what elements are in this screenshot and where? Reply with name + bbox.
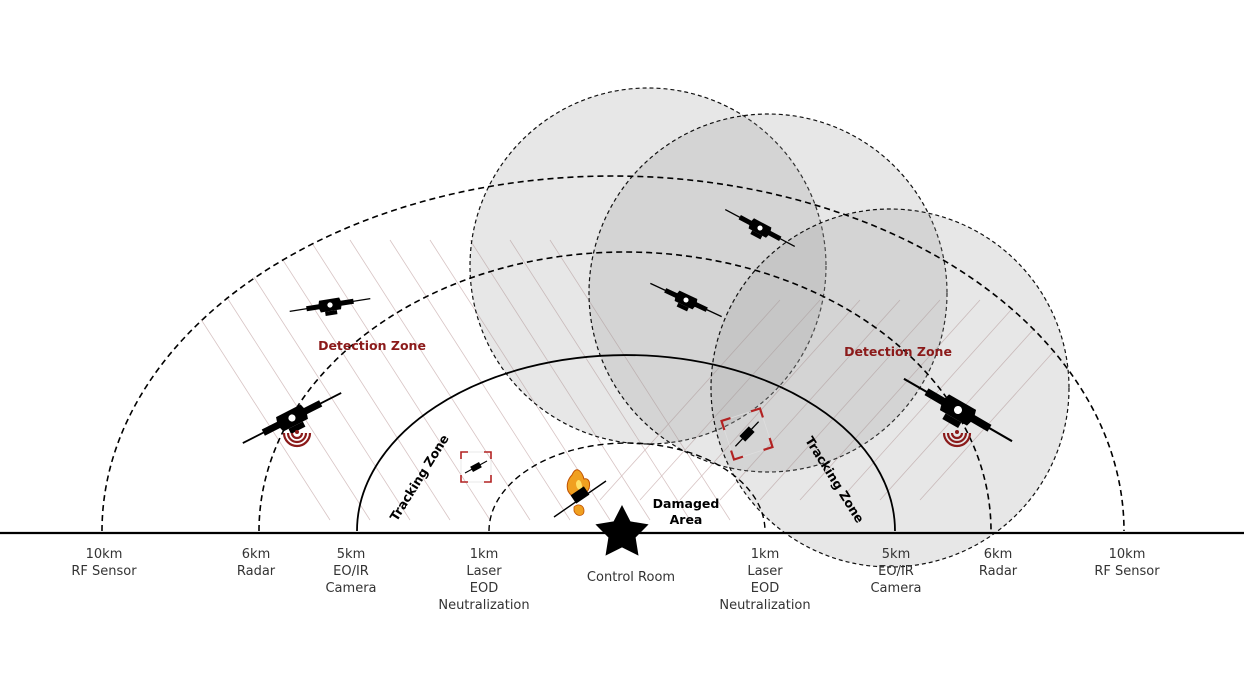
burning-drone-icon <box>553 469 607 518</box>
left-radar-name: Radar <box>237 564 276 579</box>
hatch-line <box>639 299 821 501</box>
tracking-zone-left-label: Tracking Zone <box>387 432 452 524</box>
hatch-line <box>349 239 531 521</box>
signal-icon <box>282 428 312 448</box>
right-rf-name: RF Sensor <box>1094 564 1160 579</box>
eoir-arc <box>356 354 896 532</box>
left-eoir-name: EO/IR <box>333 564 369 579</box>
hatch-line <box>229 239 411 521</box>
right-laser-name: Laser <box>747 564 783 579</box>
right-laser-distance: 1km <box>751 547 779 562</box>
hatch-line <box>389 239 571 521</box>
hatch-line <box>799 299 981 501</box>
detection-zone-right-label: Detection Zone <box>844 344 952 359</box>
hatch-line <box>759 299 941 501</box>
damaged-label-line1: Damaged <box>653 496 720 511</box>
rf-sensor-arc <box>101 175 1125 532</box>
left-laser-name-2: EOD <box>470 581 498 596</box>
hatch-line <box>719 299 901 501</box>
right-eoir-distance: 5km <box>882 547 910 562</box>
hatch-line <box>309 239 491 521</box>
coverage-circle <box>469 87 827 445</box>
hatch-line <box>189 239 371 521</box>
distance-labels: 10km RF Sensor 6km Radar 5km EO/IR Camer… <box>71 547 1160 613</box>
coverage-circles <box>469 87 1070 568</box>
coverage-circle <box>588 113 948 473</box>
hatch-line <box>679 299 861 501</box>
left-laser-name: Laser <box>466 564 502 579</box>
left-rf-name: RF Sensor <box>71 564 137 579</box>
hatch-line <box>149 239 331 521</box>
right-eoir-name: EO/IR <box>878 564 914 579</box>
hatch-line <box>839 299 1021 501</box>
right-laser-name-3: Neutralization <box>719 598 810 613</box>
target-reticle-icon <box>460 451 492 483</box>
right-radar-name: Radar <box>979 564 1018 579</box>
right-radar-distance: 6km <box>984 547 1012 562</box>
hatch-line <box>549 239 731 521</box>
left-eoir-name-2: Camera <box>325 581 376 596</box>
right-rf-distance: 10km <box>1109 547 1146 562</box>
right-laser-name-2: EOD <box>751 581 779 596</box>
hatch-line <box>509 239 691 521</box>
left-radar-distance: 6km <box>242 547 270 562</box>
coverage-circle <box>710 208 1070 568</box>
left-laser-name-3: Neutralization <box>438 598 529 613</box>
control-room-label: Control Room <box>587 570 675 585</box>
star-icon <box>595 505 649 556</box>
damaged-label-line2: Area <box>670 512 703 527</box>
hatch-line <box>599 299 781 501</box>
laser-arc <box>488 442 766 532</box>
left-laser-distance: 1km <box>470 547 498 562</box>
right-eoir-name-2: Camera <box>870 581 921 596</box>
left-rf-distance: 10km <box>86 547 123 562</box>
hatch-line <box>269 239 451 521</box>
left-eoir-distance: 5km <box>337 547 365 562</box>
hatch-line <box>469 239 651 521</box>
detection-zone-left-label: Detection Zone <box>318 338 426 353</box>
hatch-line <box>879 299 1061 501</box>
